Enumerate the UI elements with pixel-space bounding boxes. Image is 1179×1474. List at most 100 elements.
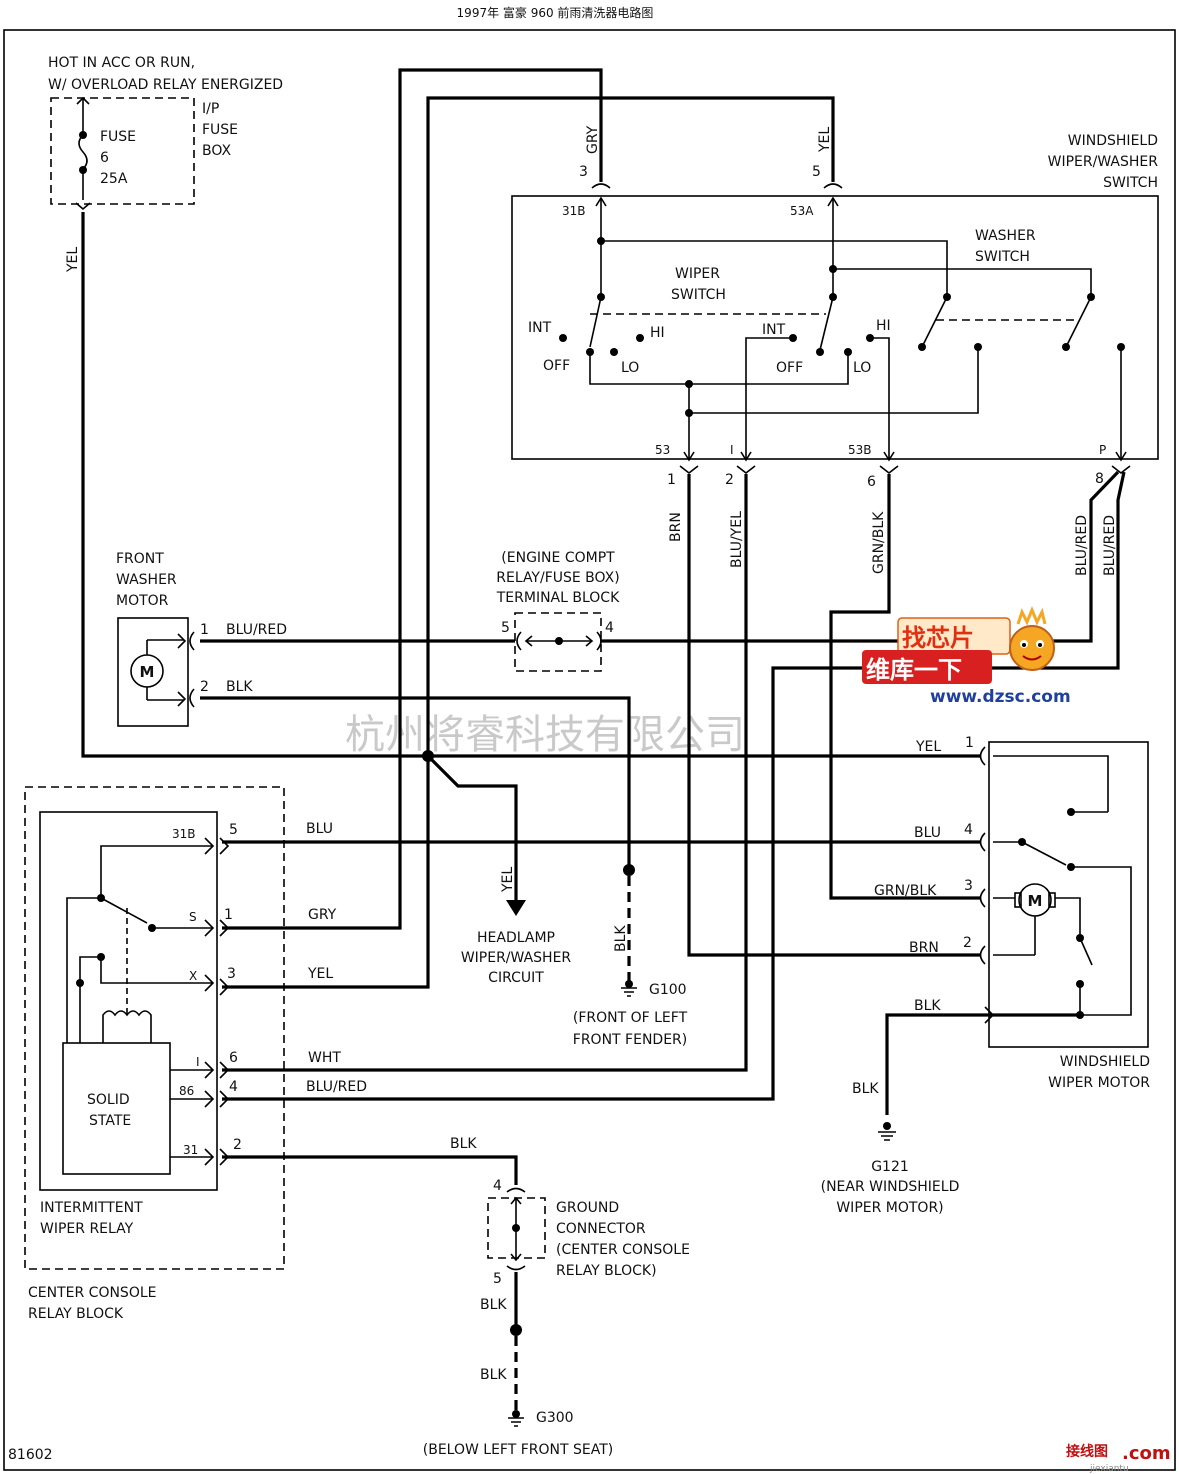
switch-term-31b: 31B [562,204,586,218]
terminal-block [514,612,602,672]
switch-pos-lo-2: LO [853,360,871,376]
power-label-2: W/ OVERLOAD RELAY ENERGIZED [48,77,283,93]
headlamp-label-3: CIRCUIT [488,970,544,986]
switch-pos-off-1: OFF [543,358,570,374]
relay-block-label-1: CENTER CONSOLE [28,1285,157,1301]
wire-label-blu-red-relay: BLU/RED [306,1079,367,1095]
power-label-1: HOT IN ACC OR RUN, [48,55,195,71]
wire-label-g300-blk-2: BLK [480,1367,507,1383]
corner-url: .com [1122,1443,1171,1464]
wire-label-washer-blu-red: BLU/RED [226,622,287,638]
wire-grn-blk [829,474,980,900]
corner-mark: 接线图 [1066,1443,1108,1460]
switch-pos-hi-1: HI [650,325,665,341]
fuse-box [50,96,195,211]
fuse-box-label-3: BOX [202,143,231,159]
wire-label-wht: WHT [308,1050,341,1066]
ground-connector-label-1: GROUND [556,1200,619,1216]
ground-connector [487,1187,546,1271]
wire-label-yel-headlamp: YEL [500,867,516,893]
relay-pin-1: 1 [224,907,233,923]
connector-washer-motor [189,631,195,708]
ground-connector-label-3: (CENTER CONSOLE [556,1242,690,1258]
ground-symbol-g100 [621,980,637,997]
wire-label-blu-relay: BLU [306,821,333,837]
switch-term-53a: 53A [790,204,814,218]
washer-switch-label-2: SWITCH [975,249,1030,265]
washer-motor-box [117,617,189,727]
g300-splice [510,1324,522,1336]
relay-internals [62,837,215,1175]
washer-motor-label-2: WASHER [116,572,177,588]
washer-motor-label-3: MOTOR [116,593,169,609]
switch-pin-3: 3 [579,164,588,180]
wire-label-g300-blk-1: BLK [480,1297,507,1313]
ground-symbol-g121 [878,1122,896,1141]
center-console-relay-block [24,786,285,1270]
corner-small: jiexiantu [1089,1464,1129,1474]
wire-washer-blk [200,696,631,870]
wire-label-blu-red-b: BLU/RED [1102,515,1118,576]
ground-connector-pin-5: 5 [493,1271,502,1287]
headlamp-arrow [506,900,526,916]
switch-pin-1: 1 [667,472,676,488]
switch-pin-2: 2 [725,472,734,488]
connector-wiper-motor [979,746,986,965]
g121-name: G121 [871,1159,909,1175]
figure-id: 81602 [8,1447,53,1463]
wiper-motor-box [988,741,1149,1048]
g121-location-2: WIPER MOTOR) [836,1200,943,1216]
relay-pin-4: 4 [229,1079,238,1095]
wire-label-gry-relay: GRY [308,907,337,923]
switch-assembly-box [511,195,1159,460]
wiper-switch-label-1: WIPER [675,266,720,282]
relay-term-31b: 31B [172,827,196,841]
switch-pos-off-2: OFF [776,360,803,376]
g121-location-1: (NEAR WINDSHIELD [821,1179,960,1195]
wiper-motor-symbol: M [1028,892,1043,910]
ground-connector-label-2: CONNECTOR [556,1221,646,1237]
relay-solid-state-1: SOLID [87,1092,130,1108]
g300-name: G300 [536,1410,574,1426]
wire-label-blk-motor-1: BLK [914,998,941,1014]
relay-label-2: WIPER RELAY [40,1221,134,1237]
switch-pin-5: 5 [812,164,821,180]
washer-switch-label-1: WASHER [975,228,1036,244]
wire-gry [222,68,603,930]
ground-connector-label-4: RELAY BLOCK) [556,1263,657,1279]
logo-url: www.dzsc.com [930,687,1071,707]
relay-term-i: I [196,1055,200,1069]
fuse-label: FUSE [100,129,136,145]
wiper-switch-label-2: SWITCH [671,287,726,303]
wiper-motor-pin-3: 3 [964,878,973,894]
wire-label-grn-blk: GRN/BLK [871,511,887,574]
connector-switch-bottom [679,465,1131,475]
wire-relay-blk [222,1155,518,1185]
wire-label-yel-motor: YEL [915,739,941,755]
relay-term-x: X [189,969,197,983]
wire-wiper-motor-blk [885,1013,1080,1115]
wire-blu-yel [222,474,748,1072]
relay-label-1: INTERMITTENT [40,1200,143,1216]
wire-label-blk-relay: BLK [450,1136,477,1152]
terminal-block-pin-4: 4 [605,620,614,636]
wire-yel-headlamp [426,754,518,905]
terminal-block-label-3: TERMINAL BLOCK [496,590,620,606]
terminal-block-pin-5: 5 [501,620,510,636]
relay-pin-2: 2 [233,1137,242,1153]
wiper-motor-pin-2: 2 [963,935,972,951]
switch-pos-hi-2: HI [876,318,891,334]
relay-pin-5: 5 [229,822,238,838]
relay-block-label-2: RELAY BLOCK [28,1306,124,1322]
wire-label-blu-red-a: BLU/RED [1074,515,1090,576]
headlamp-label-1: HEADLAMP [477,930,555,946]
logo-bottom-chars: 维库一下 [866,656,962,684]
watermark: 杭州将睿科技有限公司 [345,712,745,758]
wire-label-blu-motor: BLU [914,825,941,841]
dzsc-logo [862,606,1055,684]
connector-switch-3 [591,183,611,189]
wire-label-brn-motor: BRN [909,940,939,956]
switch-internal-wiring [559,198,1127,462]
g100-splice [623,864,635,876]
fuse-number: 6 [100,150,109,166]
